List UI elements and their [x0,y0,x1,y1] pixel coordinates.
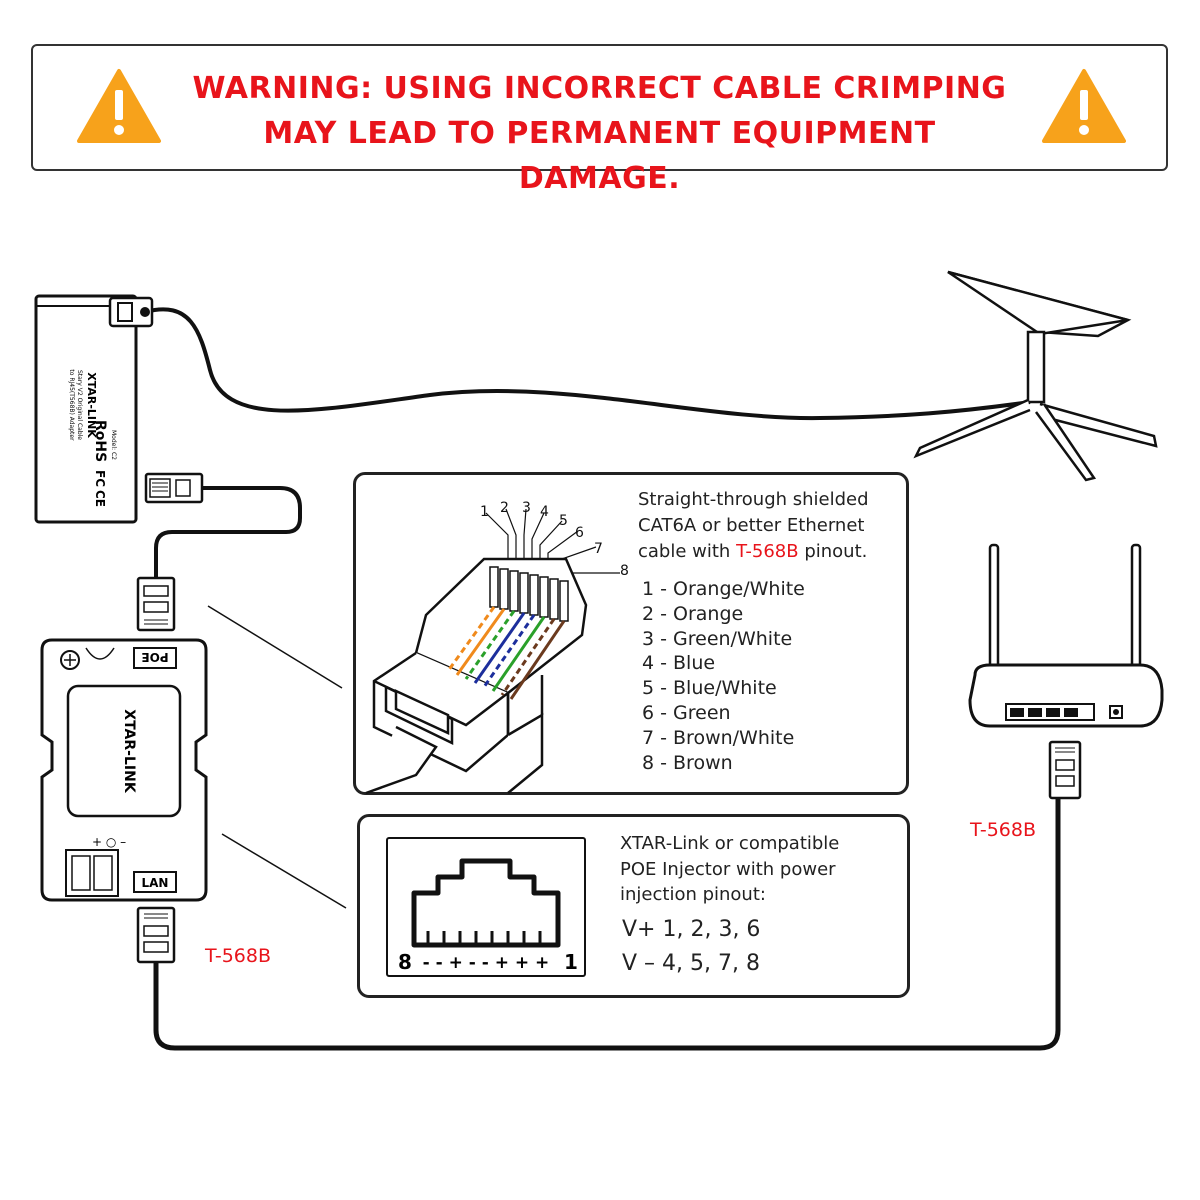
port-polarity-signs: - - + - - + + + [423,953,550,973]
pin-list-item: 1 - Orange/White [642,578,805,600]
rj45-port-diagram: 8 1 - - + - - + + + [386,837,586,977]
adapter-rohs: RoHS [92,420,108,462]
warning-line-1: WARNING: USING INCORRECT CABLE CRIMPING [192,71,1007,106]
rj45-plug-router [1048,740,1082,800]
wire-4 [473,612,526,684]
poe-port-label: POE [141,650,168,664]
adapter-cable [154,486,302,580]
wire-8 [509,620,566,700]
rj45-plug-lan [136,906,176,964]
poe-description: XTAR-Link or compatible POE Injector wit… [620,831,839,908]
lan-cable [153,795,1061,1051]
router-icon [968,543,1164,728]
cable-standard: T-568B [736,541,799,562]
pin-number: 8 [620,563,629,579]
injector-polarity: + ○ – [92,835,126,849]
warning-triangle-icon [1042,69,1126,143]
adapter-line-1: Stary V2 Original Cable [76,370,83,440]
poe-power-pinout: V+ 1, 2, 3, 6 V – 4, 5, 7, 8 [622,913,760,981]
wire-5 [482,614,536,688]
cable-desc-text: cable with [638,541,737,562]
pin-list-item: 4 - Blue [642,652,716,675]
pin-list-item: 5 - Blue/White [642,677,777,700]
warning-banner: WARNING: USING INCORRECT CABLE CRIMPING … [31,44,1168,196]
adapter-fc: FC [93,470,107,487]
pin-list-item: 3 - Green/White [642,627,793,650]
warning-triangle-icon [77,69,161,143]
t568b-label-right: T-568B [969,819,1036,841]
wire-2 [455,608,506,676]
warning-line-2: MAY LEAD TO PERMANENT EQUIPMENT DAMAGE. [263,116,936,196]
cable-description: Straight-through shielded CAT6A or bette… [638,487,869,565]
wire-7 [500,618,556,696]
pin-number: 4 [540,504,549,520]
warning-text: WARNING: USING INCORRECT CABLE CRIMPING … [183,66,1016,201]
wire-6 [491,616,546,692]
wire-3 [464,610,516,680]
poe-desc-line-2: POE Injector with power [620,858,836,880]
t568b-label-left: T-568B [204,945,271,967]
cable-desc-line-1: Straight-through shielded [638,489,869,510]
cable-desc-text: pinout. [798,541,868,562]
v-plus-pins: V+ 1, 2, 3, 6 [622,917,761,942]
port-pin-1-label: 1 [564,950,578,974]
pin-number: 1 [480,504,489,520]
pin-list-item: 7 - Brown/White [642,726,795,749]
adapter-model: Model: C2 [110,430,117,460]
poe-injector: POE XTAR-LINK + ○ – LAN [40,638,208,902]
pin-number: 7 [594,541,603,557]
pin-list-item: 2 - Orange [642,602,744,625]
port-pin-8-label: 8 [398,950,412,974]
pin-list-item: 6 - Green [642,701,731,724]
poe-desc-line-3: injection pinout: [620,884,766,905]
pin-list-item: 8 - Brown [642,751,733,774]
pointer-line [207,605,343,689]
adapter-line-2: to RJ45(T568B) Adapter [68,369,75,441]
xtar-adapter: XTAR-LINK Stary V2 Original Cable to RJ4… [34,294,204,524]
rj45-plug-poe [136,576,176,632]
adapter-brand: XTAR-LINK [85,372,98,438]
pin-number: 5 [559,513,568,529]
rj45-plug-diagram: 1 2 3 4 5 6 7 8 [365,500,629,795]
poe-desc-line-1: XTAR-Link or compatible [620,833,840,854]
cable-desc-line-3: cable with T-568B pinout. [638,539,869,565]
dish-cable [144,307,1031,421]
pointer-line [221,833,347,909]
satellite-dish-icon [913,270,1158,482]
adapter-ce: CE [93,490,107,507]
injector-brand: XTAR-LINK [121,709,137,794]
pin-list: 1 - Orange/White 2 - Orange 3 - Green/Wh… [642,577,805,775]
poe-pinout-panel: 8 1 - - + - - + + + XTAR-Link or compati… [357,814,910,998]
port-outline [411,858,561,948]
v-minus-pins: V – 4, 5, 7, 8 [622,951,760,976]
wire-bundle [446,606,566,700]
cable-pinout-panel: 1 2 3 4 5 6 7 8 [353,472,909,795]
lan-port-label: LAN [142,876,169,890]
wire-1 [446,606,496,672]
pin-number: 3 [522,500,531,516]
pin-number: 2 [500,500,509,516]
pin-number: 6 [575,525,584,541]
cable-desc-line-2: CAT6A or better Ethernet [638,515,865,536]
